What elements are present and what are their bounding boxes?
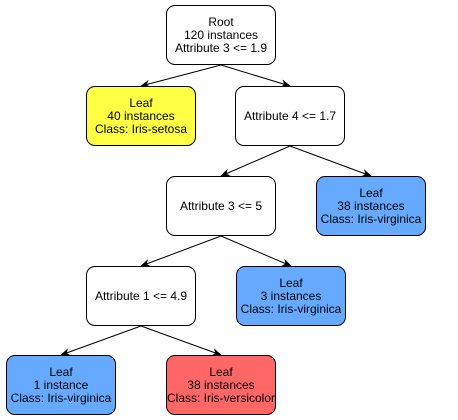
leaf-virginica-3-class: Class: Iris-virginica xyxy=(240,301,342,316)
edge-root-to-a4 xyxy=(220,64,291,88)
edge-a3-to-a1 xyxy=(140,235,222,267)
edge-a4-to-a3 xyxy=(220,145,291,177)
edge-a3-to-virg3 xyxy=(220,235,292,267)
leaf-virginica-3-count: 3 instances xyxy=(260,288,322,303)
root-title: Root xyxy=(208,14,234,29)
leaf-setosa-title: Leaf xyxy=(129,95,153,110)
attribute-3-split: Attribute 3 <= 5 xyxy=(179,198,263,213)
leaf-virginica-1-class: Class: Iris-virginica xyxy=(10,390,112,405)
leaf-virginica-38-count: 38 instances xyxy=(337,198,405,213)
leaf-virginica-1-count: 1 instance xyxy=(33,377,89,392)
leaf-setosa-count: 40 instances xyxy=(107,108,175,123)
edge-a4-to-virg38 xyxy=(289,145,372,177)
root-node: Root 120 instances Attribute 3 <= 1.9 xyxy=(166,5,276,65)
leaf-virginica-1-node: Leaf 1 instance Class: Iris-virginica xyxy=(6,355,116,415)
leaf-versicolor-title: Leaf xyxy=(209,364,233,379)
leaf-virginica-3-node: Leaf 3 instances Class: Iris-virginica xyxy=(236,266,346,326)
edge-root-to-setosa xyxy=(140,64,222,88)
leaf-versicolor-class: Class: Iris-versicolor xyxy=(167,390,276,405)
leaf-virginica-38-node: Leaf 38 instances Class: Iris-virginica xyxy=(316,176,426,236)
edge-a1-to-virg1 xyxy=(60,325,142,356)
leaf-virginica-38-title: Leaf xyxy=(359,185,383,200)
attribute-4-split: Attribute 4 <= 1.7 xyxy=(243,108,337,123)
leaf-virginica-1-title: Leaf xyxy=(49,364,73,379)
leaf-virginica-38-class: Class: Iris-virginica xyxy=(320,211,422,226)
attribute-3-node: Attribute 3 <= 5 xyxy=(166,176,276,236)
attribute-1-node: Attribute 1 <= 4.9 xyxy=(86,266,196,326)
attribute-1-split: Attribute 1 <= 4.9 xyxy=(94,288,188,303)
leaf-virginica-3-title: Leaf xyxy=(279,275,303,290)
edge-a1-to-vers xyxy=(140,325,222,356)
root-split: Attribute 3 <= 1.9 xyxy=(174,40,268,55)
attribute-4-node: Attribute 4 <= 1.7 xyxy=(235,86,345,146)
leaf-versicolor-count: 38 instances xyxy=(187,377,255,392)
root-count: 120 instances xyxy=(183,27,259,42)
leaf-setosa-node: Leaf 40 instances Class: Iris-setosa xyxy=(86,86,196,146)
leaf-setosa-class: Class: Iris-setosa xyxy=(94,121,188,136)
leaf-versicolor-node: Leaf 38 instances Class: Iris-versicolor xyxy=(166,355,276,415)
